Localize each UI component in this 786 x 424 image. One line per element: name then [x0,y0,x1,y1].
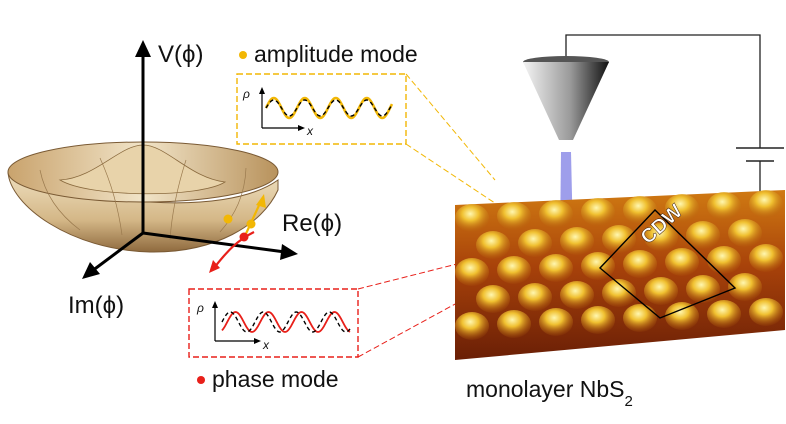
cdw-peak [560,281,594,309]
amplitude-legend-dot [239,51,247,59]
cdw-peak [665,248,699,276]
cdw-peak [707,300,741,328]
sample-label-subscript: 2 [625,393,633,410]
phase-wave-reference [221,311,351,333]
cdw-peak [476,231,510,259]
cdw-peak [623,304,657,332]
sample-label: monolayer NbS2 [466,376,633,410]
cdw-peak [581,306,615,334]
arrowhead-up-icon [135,40,151,57]
cdw-peak [455,312,489,340]
amplitude-leader-lines [405,73,541,234]
potential-axes [82,40,298,279]
cdw-peak [497,256,531,284]
cdw-peak [644,277,678,305]
cdw-peak [707,246,741,274]
phase-dot [239,232,249,242]
axis-label-v: V(ϕ) [158,41,203,68]
cdw-peak [686,221,720,249]
cdw-peak [749,244,783,272]
cdw-peak [497,202,531,230]
phase-inset-axes [212,301,261,344]
amplitude-inset [236,73,407,145]
cdw-peak [560,227,594,255]
cdw-peak [602,225,636,253]
amplitude-mode-label: amplitude mode [254,41,418,67]
cdw-peak [728,219,762,247]
cdw-peak [686,275,720,303]
cdw-peak [455,204,489,232]
cdw-peak [707,192,741,220]
axis-label-im: Im(ϕ) [68,292,124,319]
cdw-peak [665,194,699,222]
phase-x-label: x [262,338,270,352]
cdw-surface: CDW [455,190,785,360]
phase-rho-label: ρ [196,301,204,315]
phase-mode-label: phase mode [212,366,339,392]
cdw-peak [518,283,552,311]
cdw-peak [644,223,678,251]
cdw-peak [455,258,489,286]
cdw-peak [476,285,510,313]
arrowhead-down-left-icon [82,262,100,279]
cdw-peak [581,198,615,226]
cdw-peak [539,308,573,336]
arrowhead-right-icon [280,244,298,260]
cdw-peak [539,254,573,282]
cdw-peak [602,279,636,307]
phase-legend-dot [197,376,205,384]
amplitude-arrow-icon [256,194,266,208]
mode-markers [209,194,266,273]
amplitude-dot [246,219,256,229]
cdw-peak [623,250,657,278]
phase-arrow-icon [209,260,220,273]
phase-wave-shifted [221,311,351,333]
amplitude-wave-reference [265,99,393,117]
cdw-peak [518,229,552,257]
cdw-peak [539,200,573,228]
sample-label-main: monolayer NbS [466,376,625,402]
axis-label-re: Re(ϕ) [282,210,342,237]
cdw-peak [728,273,762,301]
cdw-unit-cell [598,209,737,319]
cdw-peak [749,298,783,326]
amplitude-dot-2 [223,214,233,224]
amplitude-x-label: x [306,124,314,138]
cdw-peak [665,302,699,330]
amplitude-inset-axes [259,87,305,131]
cdw-peak [749,190,783,218]
amplitude-rho-label: ρ [242,87,250,101]
phase-inset [188,288,359,358]
cdw-peak [497,310,531,338]
